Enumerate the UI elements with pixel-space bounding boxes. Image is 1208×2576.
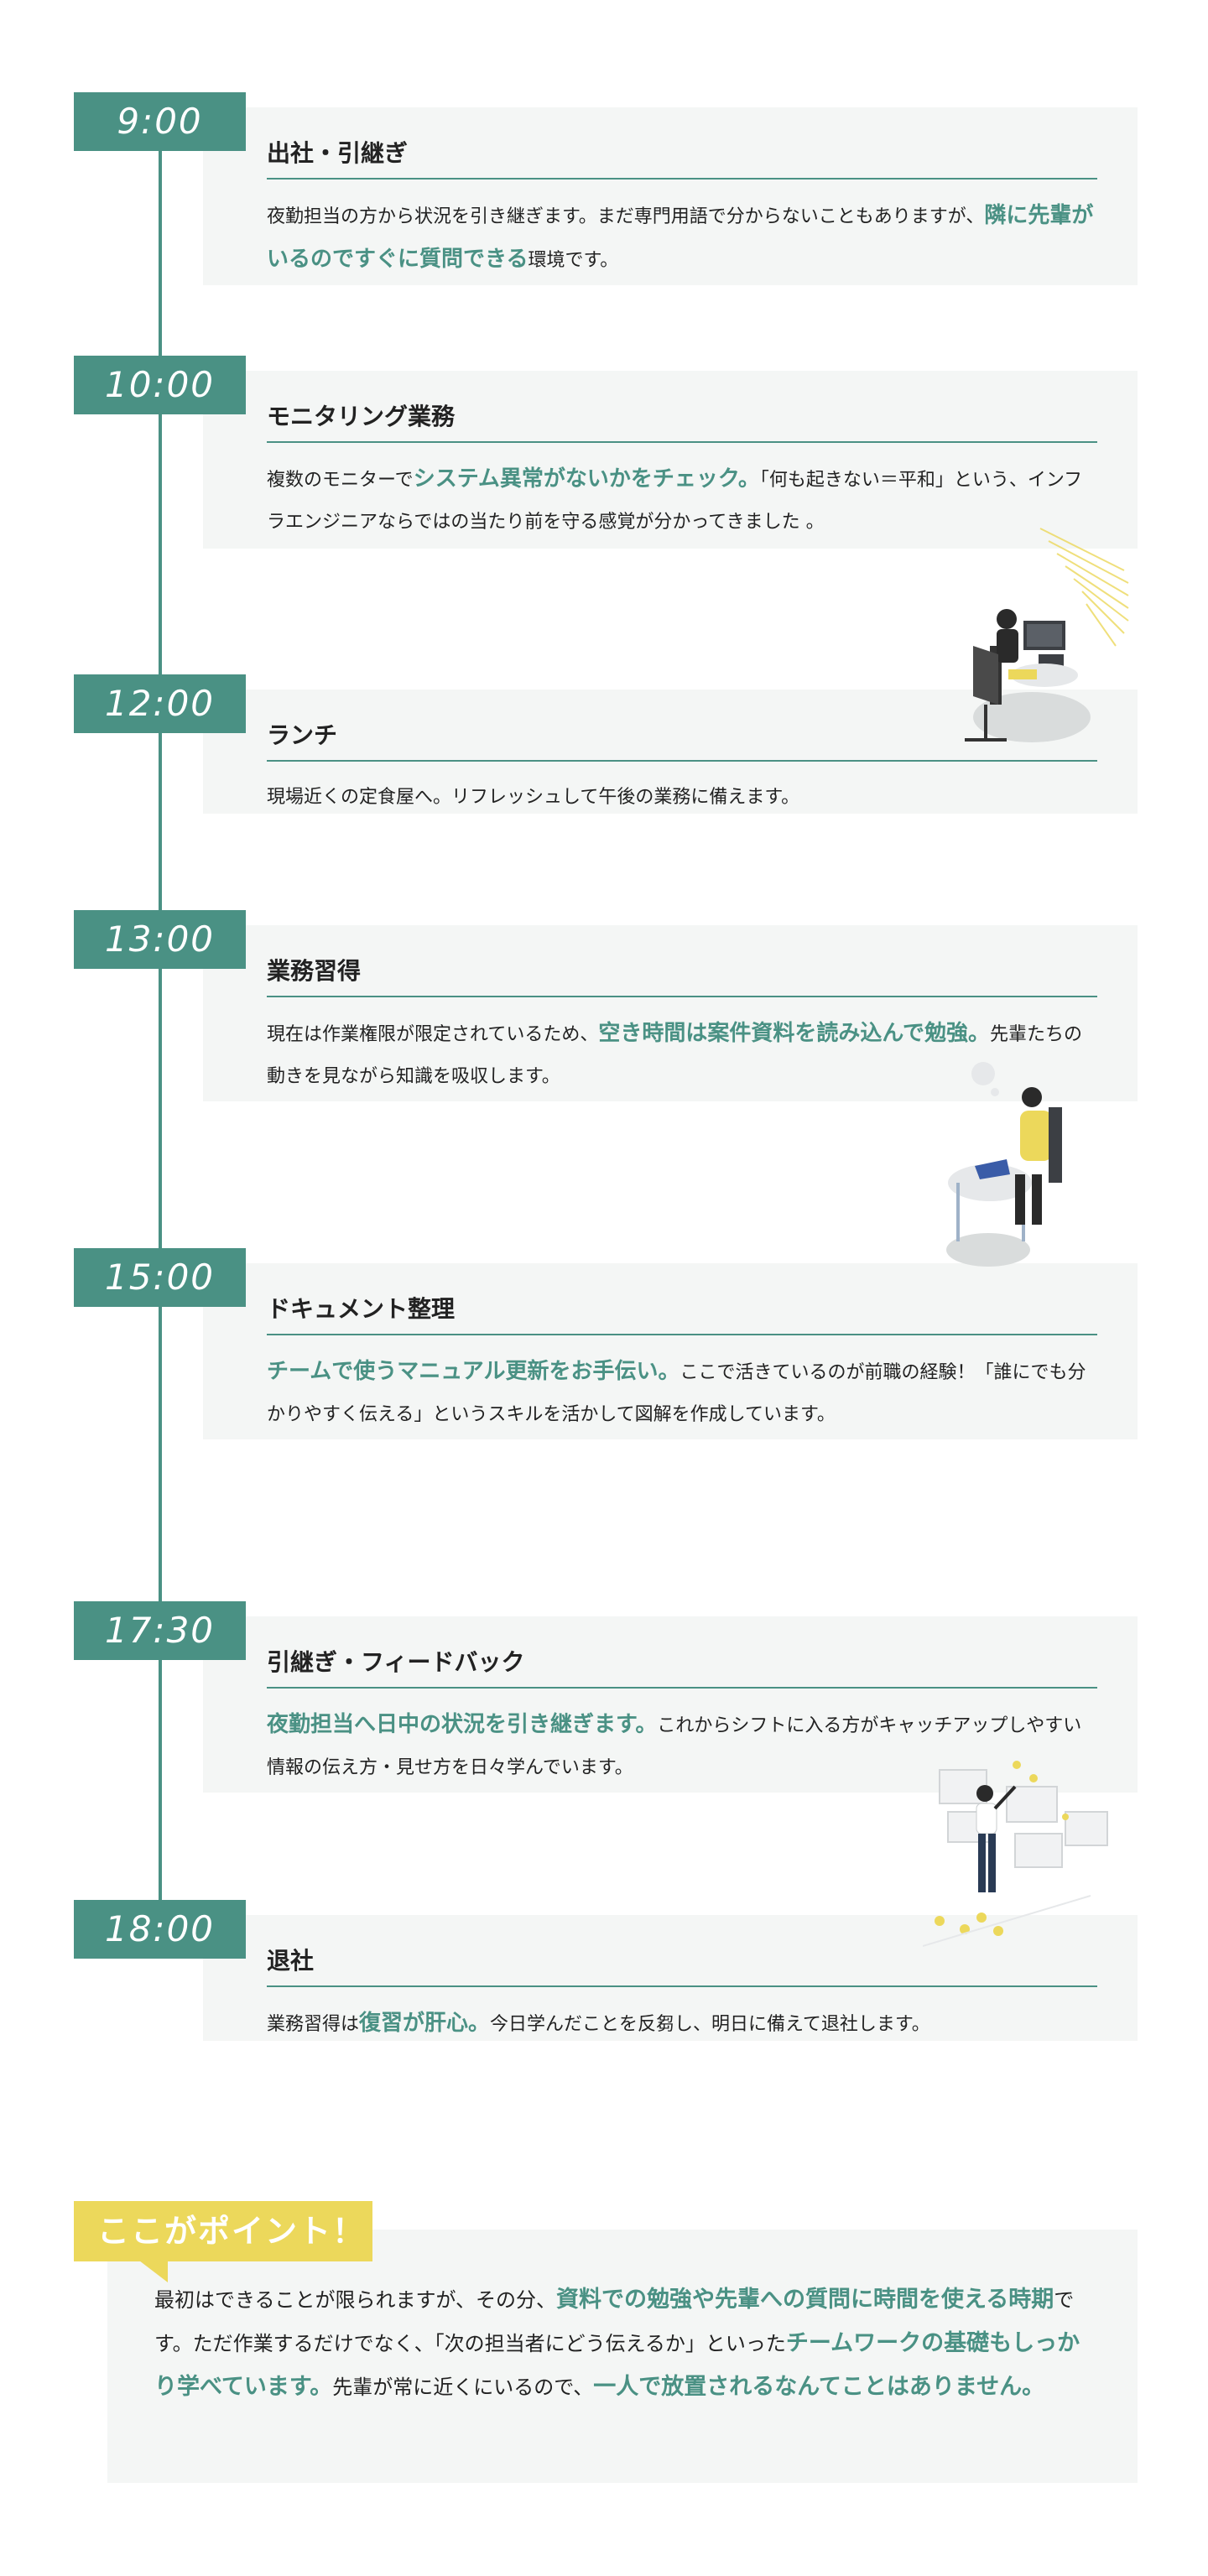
time-badge: 17:30 [74, 1601, 246, 1660]
schedule-card-1730: 引継ぎ・フィードバック 夜勤担当へ日中の状況を引き継ぎます。これからシフトに入る… [203, 1616, 1138, 1793]
card-body: 夜勤担当の方から状況を引き継ぎます。まだ専門用語で分からないこともありますが、隣… [267, 195, 1097, 282]
card-title: モニタリング業務 [267, 403, 1097, 443]
body-text: 先輩が常に近くにいるので、 [332, 2376, 594, 2399]
time-badge: 12:00 [74, 674, 246, 733]
time-badge: 13:00 [74, 910, 246, 969]
highlight-text: 復習が肝心。 [359, 2010, 491, 2036]
body-text: 夜勤担当の方から状況を引き継ぎます。まだ専門用語で分からないこともありますが、 [267, 206, 985, 227]
card-title: 退社 [267, 1947, 1097, 1987]
schedule-card-1500: ドキュメント整理 チームで使うマニュアル更新をお手伝い。ここで活きているのが前職… [203, 1263, 1138, 1439]
highlight-text: チームで使うマニュアル更新をお手伝い。 [267, 1358, 680, 1384]
time-badge: 10:00 [74, 356, 246, 414]
time-badge: 9:00 [74, 92, 246, 151]
schedule-card-1800: 退社 業務習得は復習が肝心。今日学んだことを反芻し、明日に備えて退社します。 [203, 1915, 1138, 2041]
schedule-card-1000: モニタリング業務 複数のモニターでシステム異常がないかをチェック。「何も起きない… [203, 371, 1138, 549]
highlight-text: チームワークの基礎もしっかり学べています。 [154, 2330, 1080, 2400]
body-text: です。ただ作業するだけでなく、「次の担当者にどう伝えるか」といった [154, 2288, 1075, 2355]
highlight-text: 一人で放置されるなんてことはありません。 [593, 2374, 1045, 2400]
highlight-text: 夜勤担当へ日中の状況を引き継ぎます。 [267, 1711, 658, 1737]
body-text: ここで活きているのが前職の経験！「誰にでも分かりやすく伝える」というスキルを活か… [267, 1361, 1086, 1425]
card-title: 引継ぎ・フィードバック [267, 1648, 1097, 1689]
body-text: 現在は作業権限が限定されているため、 [267, 1023, 599, 1045]
timeline-line [159, 117, 162, 1912]
body-text: 「何も起きない＝平和」という、インフラエンジニアならではの当たり前を守る感覚が分… [267, 469, 1083, 533]
card-title: 出社・引継ぎ [267, 139, 1097, 180]
point-badge: ここがポイント！ [74, 2201, 372, 2261]
card-body: 現在は作業権限が限定されているため、空き時間は案件資料を読み込んで勉強。先輩たち… [267, 1012, 1097, 1098]
time-badge: 18:00 [74, 1900, 246, 1959]
card-body: 夜勤担当へ日中の状況を引き継ぎます。これからシフトに入る方がキャッチアップしやす… [267, 1704, 1097, 1789]
point-box [107, 2230, 1138, 2483]
card-body: 複数のモニターでシステム異常がないかをチェック。「何も起きない＝平和」という、イ… [267, 458, 1097, 544]
highlight-text: 隣に先輩がいるのですぐに質問できる [267, 202, 1094, 272]
body-text: 今日学んだことを反芻し、明日に備えて退社します。 [490, 2013, 930, 2035]
thinking-worker-illustration [946, 1062, 1062, 1267]
highlight-text: 空き時間は案件資料を読み込んで勉強。 [598, 1020, 991, 1046]
schedule-card-0900: 出社・引継ぎ 夜勤担当の方から状況を引き継ぎます。まだ専門用語で分からないことも… [203, 107, 1138, 285]
body-text: 環境です。 [528, 249, 619, 271]
card-body: チームで使うマニュアル更新をお手伝い。ここで活きているのが前職の経験！「誰にでも… [267, 1350, 1097, 1436]
body-text: 現場近くの定食屋へ。リフレッシュして午後の業務に備えます。 [267, 786, 800, 808]
presentation-worker-illustration [923, 1761, 1108, 1947]
card-body: 業務習得は復習が肝心。今日学んだことを反芻し、明日に備えて退社します。 [267, 2002, 1097, 2046]
body-text: 業務習得は [267, 2013, 360, 2035]
card-body: 現場近くの定食屋へ。リフレッシュして午後の業務に備えます。 [267, 777, 1097, 819]
body-text: 複数のモニターで [267, 469, 414, 491]
point-text: 最初はできることが限られますが、その分、資料での勉強や先輩への質問に時間を使える… [154, 2278, 1102, 2409]
body-text: これからシフトに入る方がキャッチアップしやすい情報の伝え方・見せ方を日々学んでい… [267, 1715, 1082, 1778]
card-title: 業務習得 [267, 957, 1097, 997]
body-text: 先輩たちの動きを見ながら知識を吸収します。 [267, 1023, 1083, 1087]
highlight-text: システム異常がないかをチェック。 [413, 466, 760, 492]
card-title: ドキュメント整理 [267, 1295, 1097, 1335]
time-badge: 15:00 [74, 1248, 246, 1307]
highlight-text: 資料での勉強や先輩への質問に時間を使える時期 [556, 2287, 1054, 2313]
body-text: 最初はできることが限られますが、その分、 [154, 2288, 557, 2312]
desk-worker-illustration [965, 528, 1129, 742]
card-title: ランチ [267, 721, 1097, 762]
